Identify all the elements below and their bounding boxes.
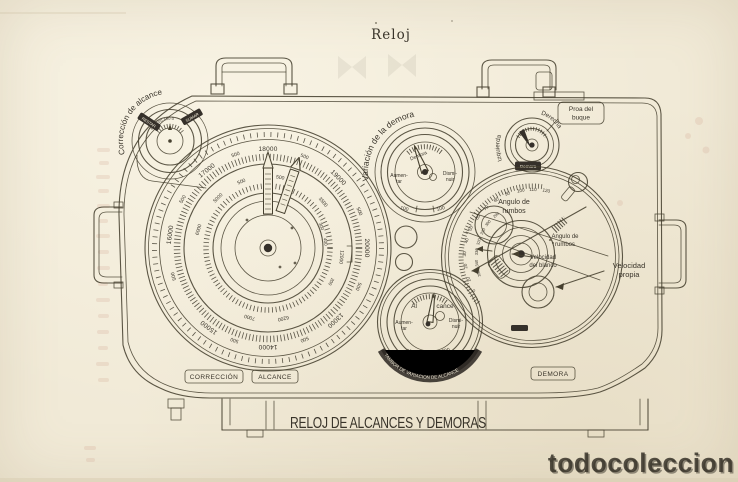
scale-label: 120 bbox=[542, 187, 551, 194]
scale-label: 18000 bbox=[258, 146, 277, 153]
scale-label: 500 bbox=[237, 178, 247, 187]
alcance-right-label: Dismi- bbox=[449, 318, 463, 324]
scale-label: 500 bbox=[299, 335, 309, 344]
alcance-left-label: Aumen- bbox=[395, 320, 413, 326]
alcance-dial: Al cance Aumen- tar Dismi- nuir 200 200 … bbox=[376, 268, 484, 383]
range-dial: 18000 500 19000 500 20000 500 13000 500 … bbox=[144, 124, 392, 372]
scale-label: 0 bbox=[471, 288, 477, 293]
scale-label: 500 bbox=[178, 194, 187, 204]
scale-label: 320 bbox=[475, 237, 482, 246]
scale-label: 5000 bbox=[212, 192, 224, 204]
demora-chip: DEMORA bbox=[538, 371, 569, 378]
velocidad-blanco: del blanco bbox=[529, 263, 557, 269]
alcance-right-label: nuir bbox=[452, 324, 461, 330]
range-pointer-slanted bbox=[275, 156, 301, 215]
variacion-right-label: nuir bbox=[446, 177, 455, 183]
correccion-chip: CORRECCIÓN bbox=[190, 372, 238, 381]
scale-label: 110 bbox=[529, 187, 537, 192]
scale-label: 12000 bbox=[337, 250, 344, 265]
scale-label: 16000 bbox=[166, 225, 176, 245]
scale-label: 10 bbox=[465, 276, 472, 283]
sumar-chip: SUMAR bbox=[185, 111, 200, 123]
watermark: todocoleccion todocoleccion bbox=[548, 448, 735, 480]
top-handle-left bbox=[210, 57, 298, 95]
velocidad-propia: Velocidad bbox=[613, 261, 646, 270]
proa-line2: buque bbox=[572, 115, 590, 122]
top-handle-right bbox=[476, 59, 585, 101]
scale-label: 80 bbox=[493, 196, 500, 203]
degree-scale-inner: 350 340 330 320 310 300 290 bbox=[474, 210, 501, 277]
variacion-bottom-value: 100 bbox=[399, 205, 409, 213]
bleedthrough-cross-marks bbox=[338, 54, 710, 206]
scale-label: 310 bbox=[479, 227, 487, 236]
scale-label: 200 bbox=[327, 277, 335, 287]
scale-label: 300 bbox=[484, 218, 493, 227]
scale-label: 350 bbox=[475, 269, 482, 278]
scale-label: 60 bbox=[474, 213, 481, 220]
scale-label: 400 bbox=[323, 238, 329, 247]
range-pointer-vertical bbox=[262, 150, 274, 215]
angulo-rumbos-top: Angulo de bbox=[498, 199, 530, 206]
scale-label: 70 bbox=[482, 204, 489, 211]
scale-label: 500 bbox=[276, 174, 285, 181]
proa-del-buque-label: Proa del buque bbox=[546, 101, 605, 132]
scale-label: 340 bbox=[474, 259, 480, 267]
alcance-left-label: tar bbox=[401, 326, 407, 332]
scale-label: 17000 bbox=[197, 162, 216, 179]
page-title: Reloj bbox=[371, 27, 411, 43]
bleedthrough-ghost-text-column bbox=[84, 148, 110, 462]
scale-label: 3500 bbox=[317, 196, 329, 209]
scale-label: 90 bbox=[504, 190, 511, 197]
scale-label: 6000 bbox=[195, 223, 204, 236]
scale-label: 100 bbox=[517, 187, 526, 193]
angulo-rumbos-mid: Angulo de bbox=[551, 234, 579, 240]
knurled-knob bbox=[487, 255, 511, 279]
velocidad-blanco: Velocidad bbox=[530, 255, 556, 261]
side-handle-left bbox=[93, 201, 124, 289]
variacion-left-label: Aumen- bbox=[390, 173, 408, 179]
alcance-chip: ALCANCE bbox=[258, 374, 292, 381]
side-handle-right bbox=[654, 213, 687, 295]
scale-label: 30 bbox=[462, 251, 467, 257]
scale-label: 500 bbox=[170, 271, 178, 281]
variacion-bottom-value: 100 bbox=[436, 205, 446, 213]
angulo-rumbos-mid: rumbos bbox=[555, 242, 575, 248]
alcance-top-label: Al bbox=[411, 303, 417, 310]
scale-label: 14000 bbox=[258, 343, 277, 350]
watermark-shadow: todocoleccion bbox=[549, 450, 735, 480]
watermark-text: todocoleccion bbox=[548, 448, 734, 478]
scale-label: 330 bbox=[474, 248, 480, 256]
angulo-rumbos-top: rumbos bbox=[502, 208, 526, 215]
variacion-left-label: tar bbox=[396, 179, 402, 185]
scale-label: 500 bbox=[353, 281, 362, 291]
proa-line1: Proa del bbox=[569, 106, 594, 113]
shaft-circles bbox=[394, 225, 418, 272]
scale-label: 6200 bbox=[277, 314, 289, 322]
scan-specks bbox=[0, 12, 738, 482]
alcance-top-label: cance bbox=[436, 303, 454, 310]
izquierda-label: Izquierda bbox=[494, 134, 504, 163]
device-caption: RELOJ DE ALCANCES Y DEMORAS bbox=[290, 415, 486, 432]
device-base bbox=[167, 398, 649, 438]
scale-label: 500 bbox=[355, 207, 364, 217]
scale-label: 15000 bbox=[199, 319, 219, 336]
angulos-dial: Angulo de rumbos Angulo de rumbos Veloci… bbox=[440, 165, 646, 349]
scale-label: 500 bbox=[230, 336, 240, 345]
degree-scale-outer: 0 10 20 30 40 50 60 70 80 90 100 110 120 bbox=[462, 187, 551, 293]
bottom-chips: CORRECCIÓN ALCANCE DEMORA bbox=[184, 366, 576, 384]
scale-label: 500 bbox=[231, 151, 241, 159]
rumbo-small-dial: Izquierda Derecha Demora bbox=[494, 110, 563, 173]
scale-label: 7000 bbox=[243, 313, 256, 322]
variacion-right-label: Dismi- bbox=[443, 171, 457, 177]
device-casing bbox=[118, 95, 663, 399]
velocidad-propia: propia bbox=[619, 270, 641, 279]
scale-label: 40 bbox=[463, 237, 469, 244]
scale-label: 300 bbox=[318, 222, 326, 231]
scale-label: 20 bbox=[463, 263, 469, 269]
scale-label: 500 bbox=[299, 153, 309, 162]
scale-label: 20000 bbox=[363, 238, 370, 257]
scale-label: 50 bbox=[467, 225, 474, 232]
scale-label: 290 bbox=[492, 210, 501, 219]
